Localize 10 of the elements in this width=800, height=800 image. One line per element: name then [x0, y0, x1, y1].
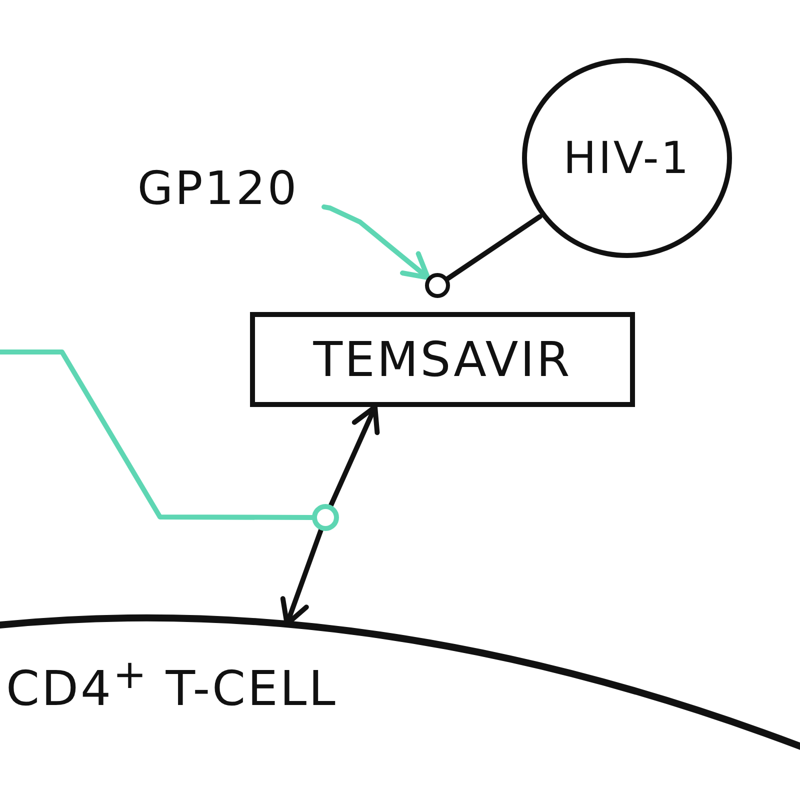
receptor-circle: [312, 504, 339, 531]
connector-line: [445, 214, 542, 281]
protein-label: GP120: [112, 158, 324, 218]
binding-site-circle: [425, 273, 450, 298]
connector-line: [0, 350, 314, 520]
drug-box: TEMSAVIR: [250, 312, 635, 407]
cell-label: CD4$^{+}$ T-CELL: [6, 652, 338, 717]
arrow: [322, 204, 430, 280]
virus-circle: HIV-1: [522, 58, 732, 258]
arrow: [328, 404, 380, 508]
